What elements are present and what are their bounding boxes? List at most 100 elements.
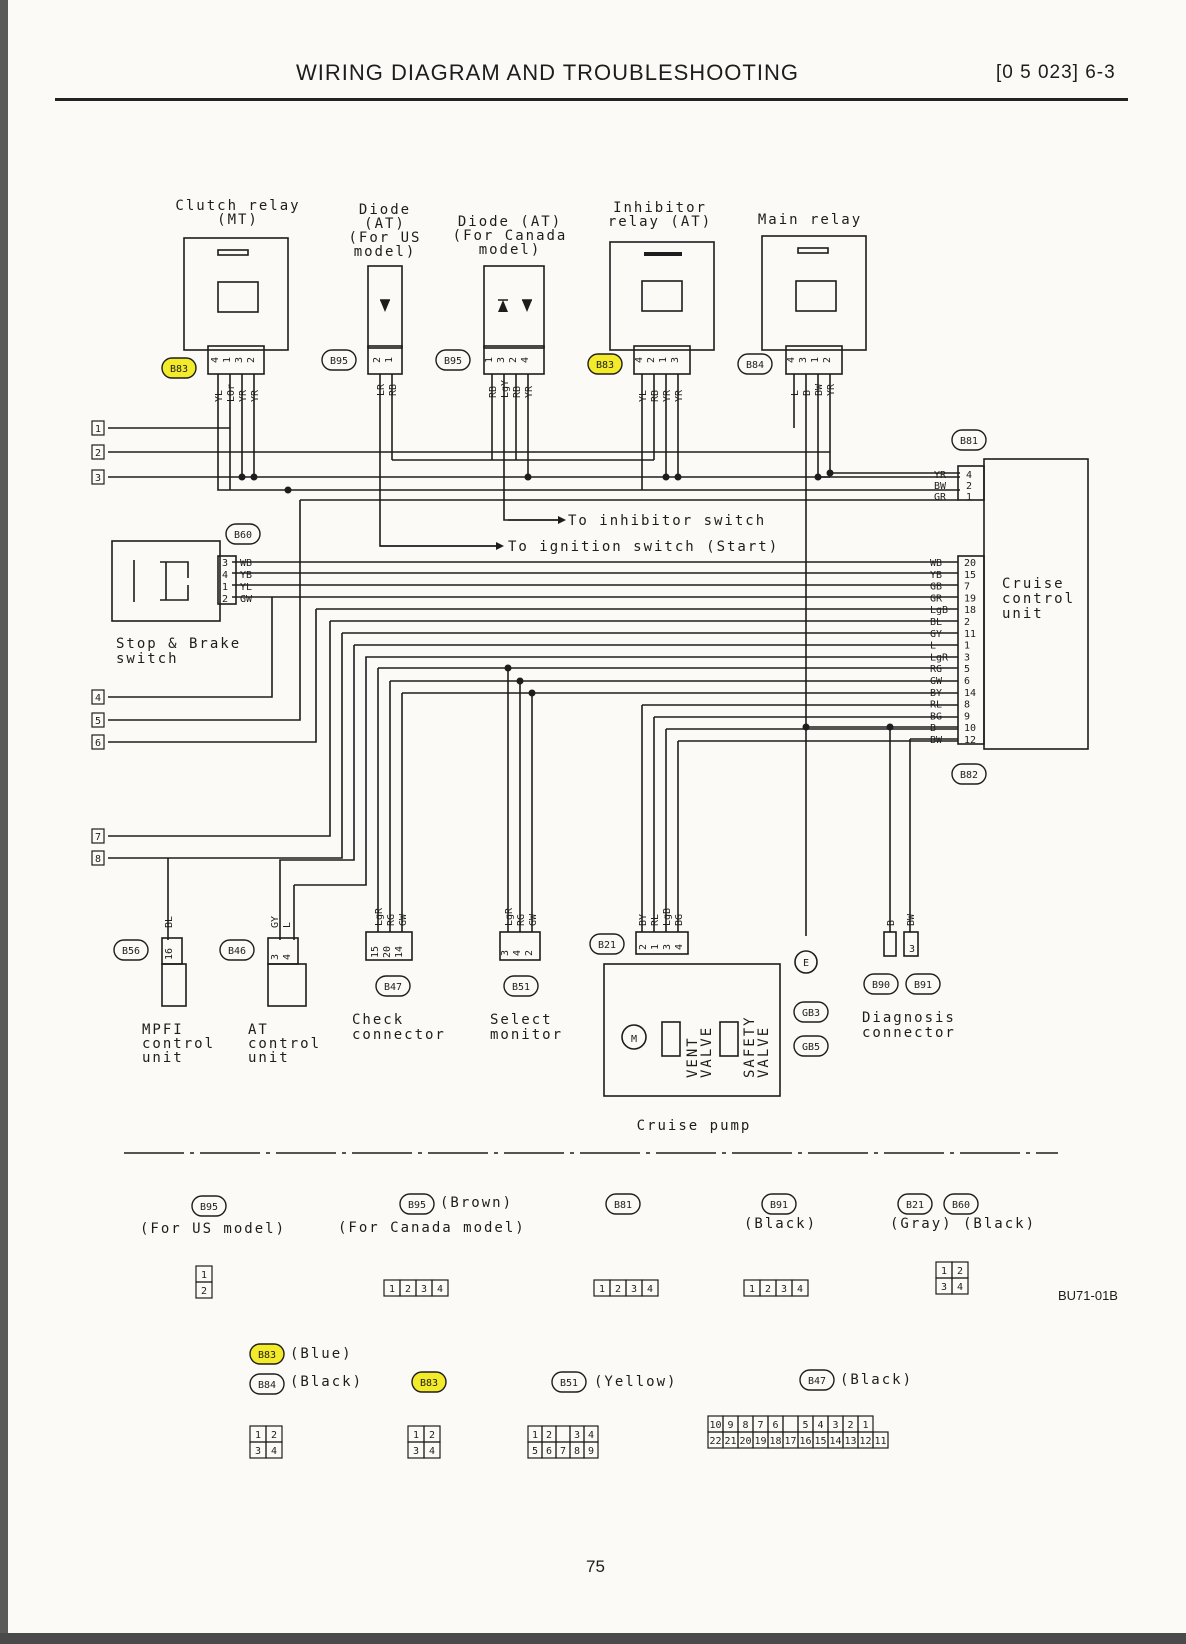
diagnosis-connector-label-line-1: connector xyxy=(862,1025,956,1041)
clutch-wire-0: YL xyxy=(214,390,225,402)
legend-grid-8-cell-2: 2 xyxy=(847,1420,853,1431)
tag-ground-gb5-label: GB5 xyxy=(802,1042,820,1053)
wires xyxy=(108,374,960,940)
select-wire-1: RG xyxy=(516,914,527,926)
legend-tag-6-B83-0: B83 xyxy=(411,1371,447,1393)
inhibitor-wire-3: YR xyxy=(674,389,685,402)
line-4 xyxy=(108,597,273,698)
tag-pump-b21: B21 xyxy=(589,933,625,955)
stop-wire-3: GW xyxy=(240,594,253,605)
legend-grid-8-cell-18: 18 xyxy=(769,1436,781,1447)
component-boxes xyxy=(111,235,1089,1097)
tag-b81: B81 xyxy=(951,429,987,451)
tag-mpfi-b56-label: B56 xyxy=(122,946,140,957)
b82-pin-7: 7 xyxy=(964,582,970,593)
diode-us-label-line-2: (For US xyxy=(348,230,421,246)
inhibitor-relay-box xyxy=(609,241,715,351)
stop-pin-4: 4 xyxy=(222,570,228,581)
line-number-text-5: 5 xyxy=(95,716,101,727)
at-pin-3: 3 xyxy=(270,954,281,960)
cruise-unit-label-line-0: Cruise xyxy=(1002,576,1065,592)
check-pin-14: 14 xyxy=(394,946,405,958)
diode-canada-label-line-2: model) xyxy=(479,242,542,258)
diode-us-wire-1: RB xyxy=(388,384,399,396)
legend-grid-8-cell-6: 6 xyxy=(772,1420,778,1431)
clutch-relay-label-line-1: (MT) xyxy=(217,212,259,228)
mpfi-unit-box xyxy=(161,963,187,1007)
vent-valve-line-0: VENT xyxy=(685,1036,701,1078)
legend-tag-7-B51-0: B51 xyxy=(551,1371,587,1393)
check-connector-label-line-0: Check xyxy=(352,1012,404,1028)
stop-wire-1: YB xyxy=(240,570,252,581)
main-pin-2: 2 xyxy=(822,357,833,363)
legend-desc-7: (Yellow) xyxy=(594,1374,677,1390)
mpfi-pin-16: 16 xyxy=(164,948,175,960)
b81-wire-0: YR xyxy=(934,470,947,481)
b82-pin-15: 15 xyxy=(964,570,976,581)
diode-ca-wire-1: LgY xyxy=(500,380,511,398)
select-monitor-label-line-0: Select xyxy=(490,1012,553,1028)
legend-grid-8-cell-12: 12 xyxy=(859,1436,871,1447)
legend-tag-8-B47-0: B47 xyxy=(799,1369,835,1391)
diode-ca-wire-0: RB xyxy=(488,386,499,398)
b82-wire-14: B xyxy=(930,723,936,734)
b82-wire-15: BW xyxy=(930,735,943,746)
pump-pin-4: 4 xyxy=(674,944,685,950)
legend-desc-1: (Brown) xyxy=(440,1195,513,1211)
junction-dots xyxy=(238,469,894,731)
legend-tag-2-B81-0-label: B81 xyxy=(614,1200,632,1211)
clutch-relay-label-line-0: Clutch relay xyxy=(175,198,300,214)
b82-wire-8: LgR xyxy=(930,652,949,663)
at-wire-1: L xyxy=(282,922,293,928)
diode-ca-wire-3: YR xyxy=(524,385,535,398)
b82-wire-11: BY xyxy=(930,688,942,699)
main-wire-3: YR xyxy=(826,383,837,396)
legend-grid-4-cell-2: 2 xyxy=(957,1266,963,1277)
check-wire-0: LgR xyxy=(374,907,385,926)
diode-us-wire-0: LR xyxy=(376,383,387,396)
main-pin-1: 1 xyxy=(810,357,821,363)
legend-grid-0-cell-2: 2 xyxy=(201,1286,207,1297)
b82-pin-5: 5 xyxy=(964,664,970,675)
cruise-unit-label-line-2: unit xyxy=(1002,606,1044,622)
line-number-4: 4 xyxy=(91,689,105,705)
tag-stop-b60-label: B60 xyxy=(234,530,252,541)
b82-wire-2: GB xyxy=(930,582,942,593)
tag-b82: B82 xyxy=(951,763,987,785)
tag-clutch-b83: B83 xyxy=(161,357,197,379)
b82-wire-0: WB xyxy=(930,558,942,569)
main-wire-1: B xyxy=(802,390,813,396)
inhibitor-relay-label-line-1: relay (AT) xyxy=(608,214,712,230)
legend-grid-3-cell-2: 2 xyxy=(765,1284,771,1295)
line-number-8: 8 xyxy=(91,850,105,866)
tag-diode-ca-b95: B95 xyxy=(435,349,471,371)
safety-valve-line-1: VALVE xyxy=(756,1026,772,1078)
b81-pin-2: 2 xyxy=(966,481,972,492)
tag-clutch-b83-label: B83 xyxy=(170,364,188,375)
check-connector-label-line-1: connector xyxy=(352,1027,446,1043)
component-labels: Clutch relay(MT)Diode(AT)(For USmodel)Di… xyxy=(116,198,1073,1134)
legend-grid-7-cell-7: 7 xyxy=(560,1446,566,1457)
diode-us-box xyxy=(367,265,403,349)
legend-grid-8-cell-21: 21 xyxy=(724,1436,736,1447)
tag-inhibitor-b83-label: B83 xyxy=(596,360,614,371)
tag-pump-b21-label: B21 xyxy=(598,940,616,951)
select-wire-0: LgR xyxy=(504,907,515,926)
b82-wire-12: RL xyxy=(930,700,942,711)
pump-pin-3: 3 xyxy=(662,944,673,950)
legend-grid-7-cell-1: 1 xyxy=(532,1430,538,1441)
inhibitor-wire-1: RB xyxy=(650,390,661,402)
legend-tag-0-B95-0: B95 xyxy=(191,1195,227,1217)
pump-wire-2: LgB xyxy=(662,908,673,926)
scan-edge-left xyxy=(0,0,8,1644)
legend-tag-6-B83-0-label: B83 xyxy=(420,1378,438,1389)
tag-diode-ca-b95-label: B95 xyxy=(444,356,462,367)
at-pin-4: 4 xyxy=(282,954,293,960)
legend-grid-8-cell-5: 5 xyxy=(802,1420,808,1431)
inhibitor-pin-2: 2 xyxy=(646,357,657,363)
